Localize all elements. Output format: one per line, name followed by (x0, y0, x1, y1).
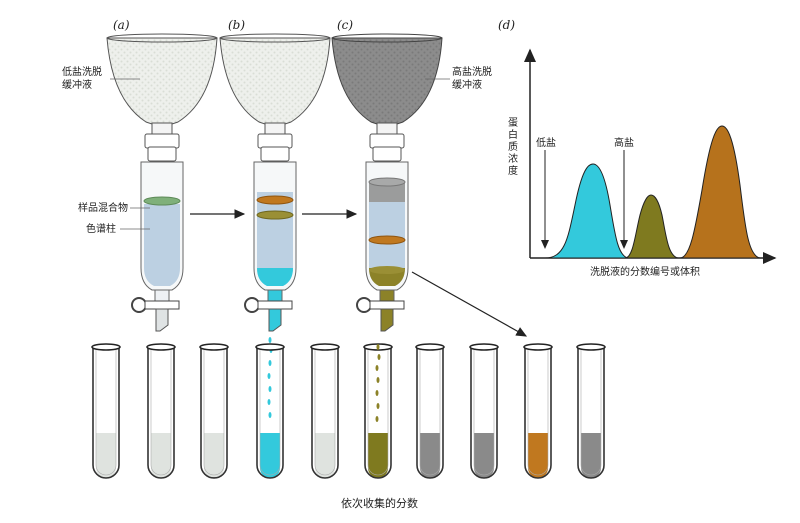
tube-glass (364, 347, 392, 479)
tube-liquid (368, 433, 388, 478)
fraction-tube (576, 343, 606, 479)
fraction-tube (91, 343, 121, 479)
tube-liquid (474, 433, 494, 478)
tube-rim (146, 343, 176, 351)
panel-label-a: (a) (113, 18, 130, 32)
annotation-low-salt: 低盐 (536, 138, 556, 149)
tube-liquid (581, 433, 601, 478)
tube-glass (577, 347, 605, 479)
column-a (106, 33, 218, 332)
tube-glass (147, 347, 175, 479)
fraction-tube (255, 343, 285, 479)
band-orange-b (256, 195, 294, 205)
arrow-c-to-tube (411, 271, 528, 337)
band-olive-b (256, 210, 294, 220)
stopcock-b (244, 297, 260, 313)
chart-y-label: 蛋白质浓度 (508, 118, 518, 177)
fraction-tube (199, 343, 229, 479)
peak-orange (679, 125, 761, 259)
panel-label-c: (c) (337, 18, 354, 32)
tube-glass (92, 347, 120, 479)
tube-liquid (420, 433, 440, 478)
high-salt-buffer-label: 高盐洗脱 缓冲液 (452, 66, 492, 92)
fraction-tube (310, 343, 340, 479)
low-salt-buffer-label: 低盐洗脱 缓冲液 (62, 66, 102, 92)
stopcock-a (131, 297, 147, 313)
tube-rim (576, 343, 606, 351)
stopcock-c (356, 297, 372, 313)
fraction-tube (469, 343, 499, 479)
sample-mixture-label: 样品混合物 (78, 203, 128, 214)
low-salt-buffer-line2: 缓冲液 (62, 80, 92, 91)
tube-glass (200, 347, 228, 479)
tube-rim (469, 343, 499, 351)
tube-glass (416, 347, 444, 479)
panel-label-d: (d) (498, 18, 516, 32)
fraction-tube (363, 343, 393, 479)
tube-glass (256, 347, 284, 479)
tube-rim (91, 343, 121, 351)
funnel-b (219, 37, 331, 125)
peak-cyan (544, 163, 629, 259)
column-b (219, 33, 331, 353)
fraction-tube (146, 343, 176, 479)
tube-liquid (315, 433, 335, 478)
tube-glass (470, 347, 498, 479)
fraction-tube (415, 343, 445, 479)
high-salt-buffer-line1: 高盐洗脱 (452, 67, 492, 78)
chart-x-label: 洗脱液的分数编号或体积 (590, 267, 700, 278)
fraction-tubes (91, 343, 606, 479)
funnel-c (331, 37, 443, 125)
low-salt-buffer-line1: 低盐洗脱 (62, 67, 102, 78)
funnel-a (106, 37, 218, 125)
tube-glass (524, 347, 552, 479)
panel-label-b: (b) (228, 18, 246, 32)
tube-liquid (96, 433, 116, 478)
tube-liquid (260, 433, 280, 478)
drops-cyan-tube (267, 360, 272, 418)
sample-band-green (143, 196, 181, 206)
tube-liquid (151, 433, 171, 478)
annotation-high-salt: 高盐 (614, 138, 634, 149)
tube-rim (255, 343, 285, 351)
band-orange-c (368, 235, 406, 245)
tube-glass (311, 347, 339, 479)
fractions-label: 依次收集的分数 (341, 497, 418, 510)
tube-liquid (528, 433, 548, 478)
drops-olive (375, 344, 381, 422)
tube-rim (523, 343, 553, 351)
tube-rim (415, 343, 445, 351)
column-c (331, 33, 443, 332)
high-salt-buffer-line2: 缓冲液 (452, 80, 482, 91)
tube-rim (199, 343, 229, 351)
peak-olive (624, 194, 679, 259)
fraction-tube (523, 343, 553, 479)
band-cyan-b (257, 268, 293, 286)
tube-rim (310, 343, 340, 351)
chart-d (524, 48, 777, 264)
column-label: 色谱柱 (86, 224, 116, 235)
tube-liquid (204, 433, 224, 478)
